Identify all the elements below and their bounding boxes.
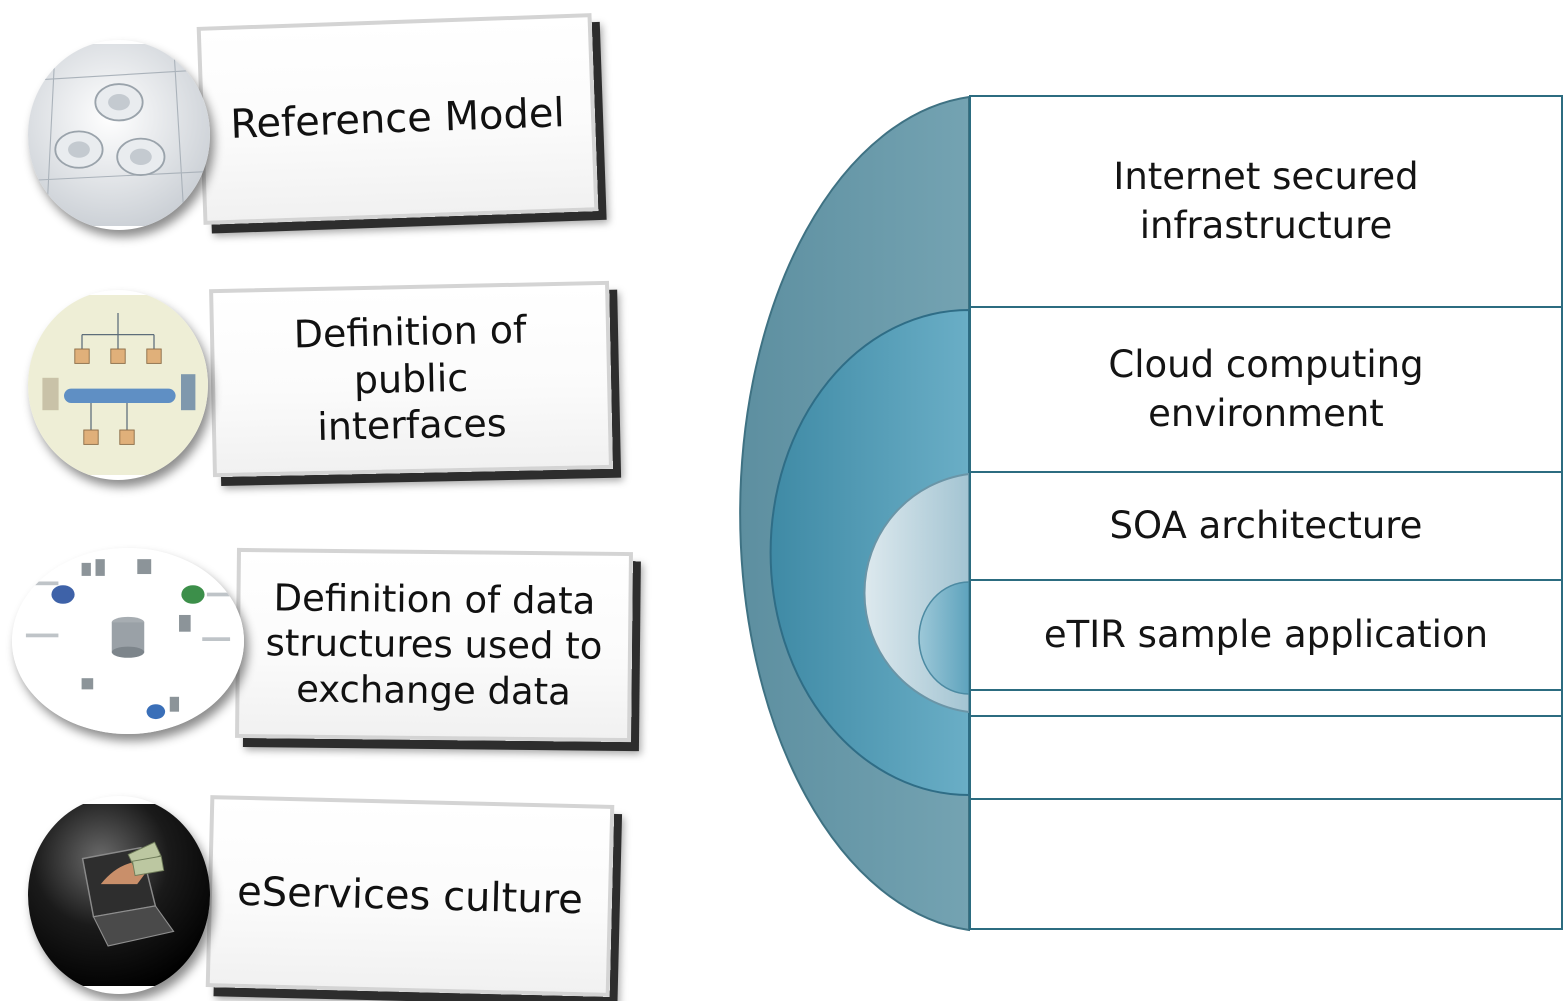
layer-box-internet: Internet secured infrastructure (969, 95, 1563, 308)
layer-box-soa: SOA architecture (969, 471, 1563, 581)
laptop-money-icon (28, 796, 210, 994)
data-management-icon (12, 548, 244, 734)
layer-box-empty-3 (969, 798, 1563, 930)
blueprint-pipes-icon (28, 40, 210, 230)
layer-box-empty-2 (969, 715, 1563, 800)
inner-arc (918, 581, 970, 695)
layer-box-empty-1 (969, 689, 1563, 717)
layer-label: Cloud computing environment (1108, 343, 1424, 435)
layer-label: eTIR sample application (1043, 612, 1489, 656)
layer-box-etir: eTIR sample application (969, 579, 1563, 691)
layer-box-cloud: Cloud computing environment (969, 306, 1563, 473)
layer-label: Internet secured infrastructure (1113, 155, 1419, 247)
network-architecture-icon (28, 290, 208, 480)
layer-label: SOA architecture (1109, 503, 1423, 547)
